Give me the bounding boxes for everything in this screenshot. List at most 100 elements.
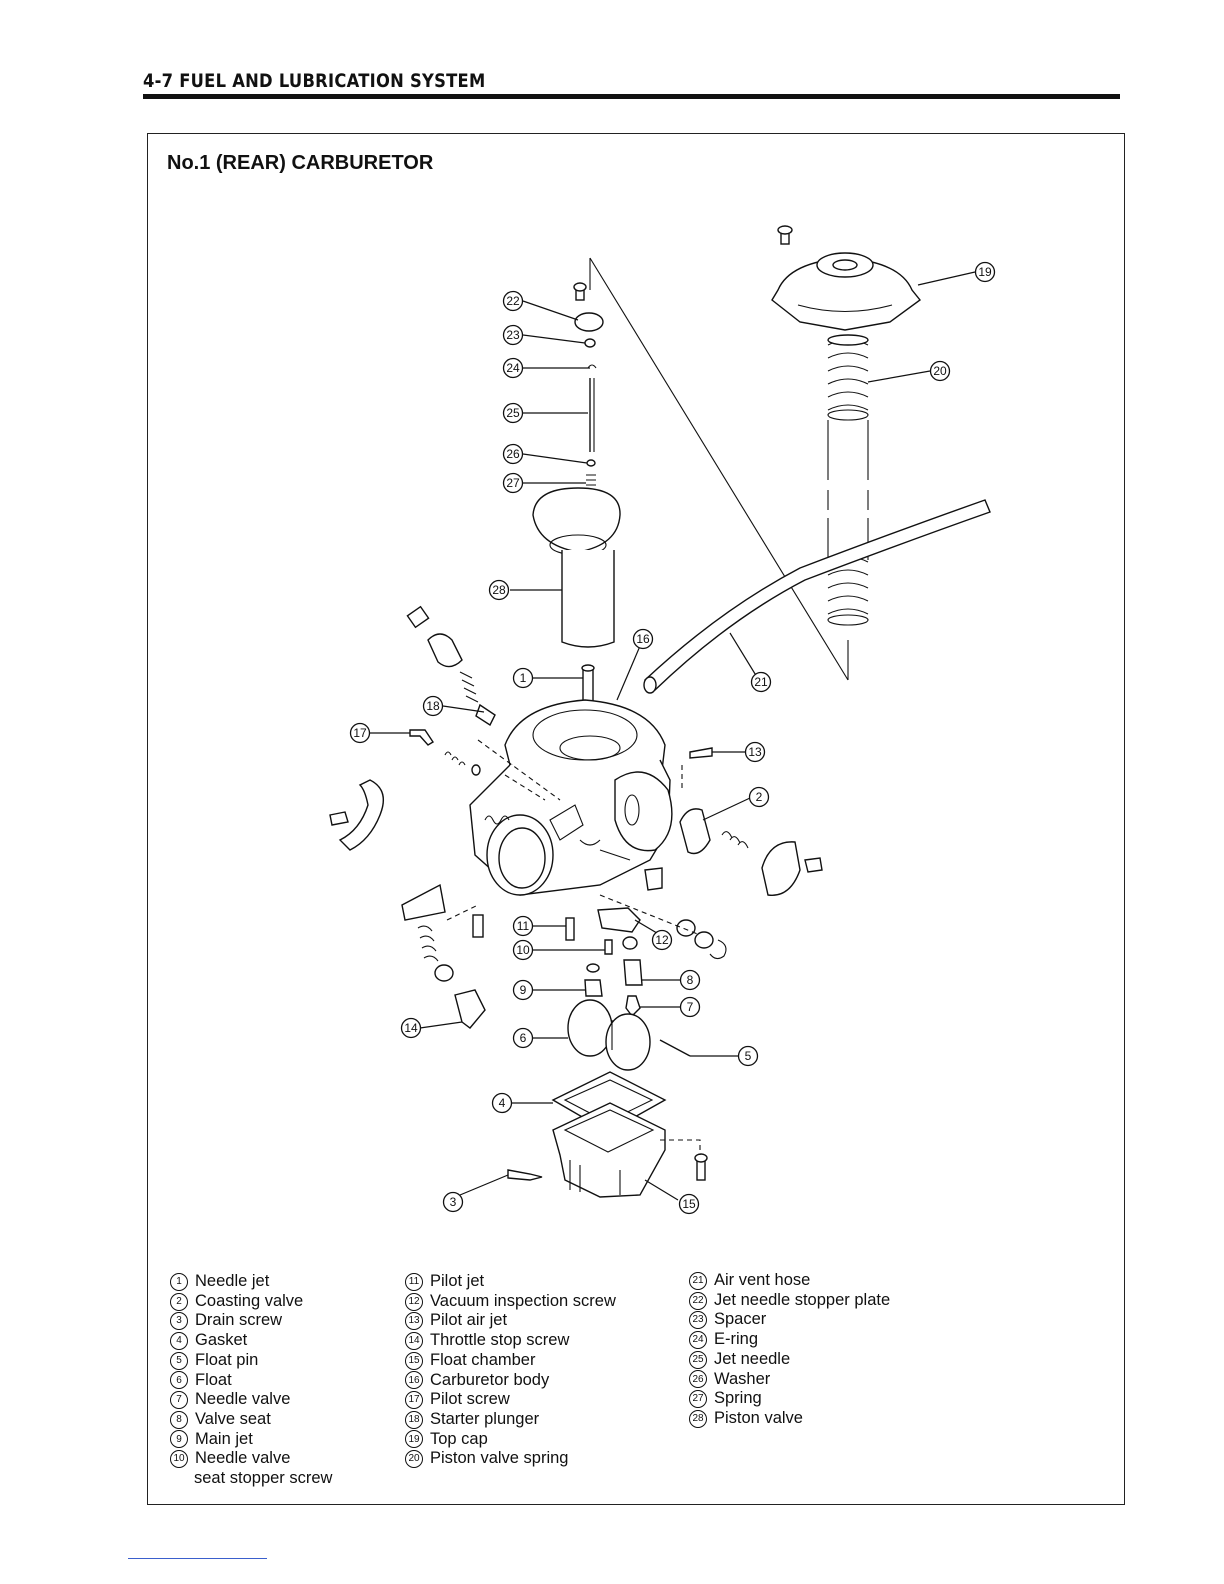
jet-parts-cluster	[565, 907, 727, 1018]
callout-4: 4	[491, 1092, 513, 1114]
figure-frame	[147, 133, 1125, 1505]
callout-8: 8	[679, 969, 701, 991]
svg-text:22: 22	[506, 294, 520, 308]
svg-text:5: 5	[745, 1049, 752, 1063]
svg-text:11: 11	[517, 919, 530, 933]
callout-17: 17	[349, 722, 371, 744]
pilot-air-jet-part	[689, 747, 713, 759]
svg-text:24: 24	[506, 361, 520, 375]
svg-text:3: 3	[450, 1195, 457, 1209]
svg-text:23: 23	[506, 328, 520, 342]
callout-24: 24	[502, 357, 524, 379]
carburetor-body-part	[469, 699, 673, 896]
air-vent-hose-part	[643, 499, 991, 694]
leader-lines	[369, 271, 976, 1201]
callout-3: 3	[442, 1191, 464, 1213]
float-part	[567, 999, 651, 1071]
svg-text:6: 6	[520, 1031, 527, 1045]
callout-1: 1	[512, 667, 534, 689]
svg-text:4: 4	[499, 1096, 506, 1110]
assembly-axis-line	[589, 257, 849, 681]
starter-plunger-part	[406, 605, 496, 727]
svg-text:1: 1	[520, 671, 527, 685]
callout-6: 6	[512, 1027, 534, 1049]
svg-text:12: 12	[655, 933, 669, 947]
callout-11: 11	[512, 915, 534, 937]
piston-valve-spring-part	[827, 334, 869, 626]
svg-text:15: 15	[682, 1197, 696, 1211]
header-rule	[143, 94, 1120, 99]
callout-12: 12	[651, 929, 673, 951]
callout-23: 23	[502, 324, 524, 346]
svg-text:19: 19	[978, 265, 992, 279]
callout-9: 9	[512, 979, 534, 1001]
svg-text:25: 25	[506, 406, 520, 420]
top-cap-part	[771, 225, 922, 331]
svg-text:7: 7	[687, 1000, 694, 1014]
throttle-stop-screw-part	[401, 883, 486, 1029]
callout-25: 25	[502, 402, 524, 424]
float-chamber-part	[552, 1102, 708, 1198]
callout-7: 7	[679, 996, 701, 1018]
jet-needle-stack	[573, 282, 604, 491]
svg-text:18: 18	[426, 699, 440, 713]
svg-text:9: 9	[520, 983, 527, 997]
svg-text:20: 20	[933, 364, 947, 378]
footer-link-underline	[128, 1558, 267, 1559]
callout-14: 14	[400, 1017, 422, 1039]
diagram-title: No.1 (REAR) CARBURETOR	[167, 152, 434, 174]
callout-15: 15	[678, 1193, 700, 1215]
svg-text:8: 8	[687, 973, 694, 987]
throttle-lever-bracket-part	[329, 779, 384, 851]
callout-19: 19	[974, 261, 996, 283]
svg-text:14: 14	[404, 1021, 418, 1035]
callout-5: 5	[737, 1045, 759, 1067]
coasting-valve-part	[679, 808, 823, 896]
callout-2: 2	[748, 786, 770, 808]
callout-18: 18	[422, 695, 444, 717]
svg-text:16: 16	[636, 632, 650, 646]
float-pin-part	[659, 1039, 691, 1057]
svg-text:21: 21	[754, 675, 768, 689]
svg-text:10: 10	[516, 943, 530, 957]
piston-valve-part	[532, 487, 621, 648]
callout-28: 28	[488, 579, 510, 601]
section-header: 4-7 FUEL AND LUBRICATION SYSTEM	[143, 70, 486, 92]
svg-text:27: 27	[506, 476, 520, 490]
callout-21: 21	[750, 671, 772, 693]
svg-text:28: 28	[492, 583, 506, 597]
callout-20: 20	[929, 360, 951, 382]
callout-16: 16	[632, 628, 654, 650]
drain-screw-part	[507, 1169, 543, 1181]
pilot-screw-part	[409, 729, 481, 776]
svg-text:17: 17	[353, 726, 367, 740]
